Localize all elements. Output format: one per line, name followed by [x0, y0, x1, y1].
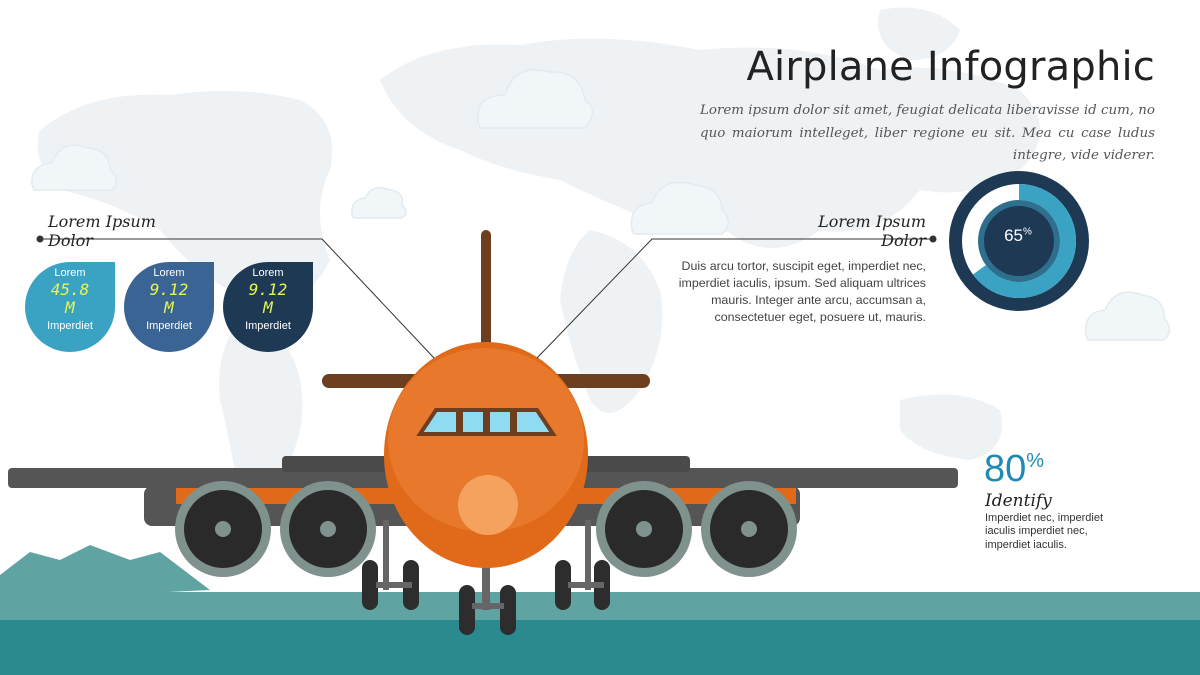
donut-center — [984, 206, 1054, 276]
mountains — [0, 545, 210, 600]
right-label: Lorem Ipsum Dolor — [818, 212, 926, 250]
stat-drop-caption: Imperdiet — [245, 320, 291, 332]
fuselage-highlight — [388, 348, 584, 532]
stat-drop-title: Lorem — [54, 267, 86, 279]
stat-drop-3: Lorem 9.12 M Imperdiet — [223, 262, 313, 352]
stat-drop-value: 45.8 M — [50, 280, 90, 317]
donut-value-label: 65% — [978, 226, 1058, 246]
highlight-value: 80 — [984, 448, 1027, 490]
cloud — [630, 181, 730, 235]
left-label: Lorem Ipsum Dolor — [48, 212, 156, 250]
cloud — [1084, 291, 1171, 341]
landing-gear — [362, 520, 610, 635]
highlight-description: Imperdiet nec, imperdiet iaculis imperdi… — [985, 512, 1103, 551]
slide-title: Airplane Infographic — [746, 44, 1155, 90]
engine-4 — [701, 481, 797, 577]
cloud — [31, 144, 118, 191]
connector-right-dot — [929, 235, 937, 243]
donut-value: 65 — [1004, 226, 1023, 245]
stat-drop-caption: Imperdiet — [146, 320, 192, 332]
stat-drop-value: 9.12 M — [149, 280, 189, 317]
donut-unit: % — [1023, 226, 1032, 238]
stat-drop-1: Lorem 45.8 M Imperdiet — [25, 262, 115, 352]
highlight-value-label: 80% — [984, 448, 1044, 491]
right-description: Duis arcu tortor, suscipit eget, imperdi… — [678, 259, 926, 324]
cloud — [477, 68, 594, 129]
stat-drop-value: 9.12 M — [248, 280, 288, 317]
donut-progress-arc — [972, 184, 1076, 298]
engine-3 — [596, 481, 692, 577]
nose — [458, 475, 518, 535]
intro-text: Lorem ipsum dolor sit amet, feugiat deli… — [700, 103, 1155, 163]
engine-1 — [175, 481, 271, 577]
clouds — [31, 68, 1171, 341]
ground-strip-dark — [0, 620, 1200, 675]
cockpit-windows — [416, 408, 557, 436]
stat-drop-title: Lorem — [252, 267, 284, 279]
highlight-unit: % — [1026, 450, 1045, 472]
connector-left-dot — [36, 235, 44, 243]
highlight-label: Identify — [985, 491, 1052, 511]
stat-drop-caption: Imperdiet — [47, 320, 93, 332]
connector-right — [536, 238, 933, 359]
tail-fin — [481, 230, 491, 360]
connector-left — [40, 238, 435, 359]
engines — [175, 481, 797, 577]
donut-gauge — [949, 171, 1089, 311]
cloud — [351, 187, 407, 219]
stat-drop-2: Lorem 9.12 M Imperdiet — [124, 262, 214, 352]
engine-2 — [280, 481, 376, 577]
stat-drop-title: Lorem — [153, 267, 185, 279]
